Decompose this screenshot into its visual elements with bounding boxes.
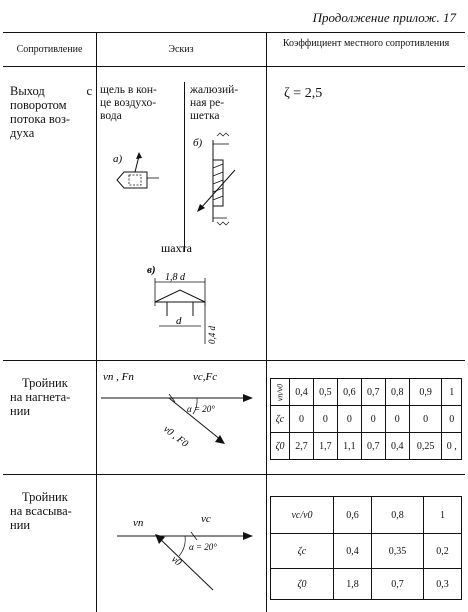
table-top-border [3,32,465,33]
row1-name-line: духа [10,126,35,140]
coef-cell: 0 [336,405,362,433]
coef-cell: 1 [441,378,462,406]
coef-cell: 1,1 [336,432,362,460]
branch-angle-label: α = 20° [187,404,215,414]
shaft-sketch: 1,8 d d 0,4 d [154,272,217,345]
col-divider-1 [96,32,97,612]
col-header-coefficient: Коэффициент местного сопротивления [282,38,450,49]
dim-bottom-label: d [176,315,182,327]
row1-bottom-border [3,360,465,361]
coef-cell: 0 [441,405,462,433]
sketch-separator [184,82,185,252]
coef-cell: 2,7 [289,432,314,460]
col-divider-2 [266,32,267,612]
coef-cell: 0,4 [333,533,372,569]
coef-cell: 0,7 [360,378,386,406]
coef-cell: 0,8 [370,496,425,534]
sketch-b-caption: жалюзий-ная ре-шетка [190,84,239,122]
row3-sketch-drawing: vп vс α = 20° v0 [117,513,253,591]
row2-name-line: на нагнета- [10,390,71,404]
coef-row-label: ζс [270,405,290,433]
coef-cell: 0 [360,405,386,433]
coef-cell: 0,5 [312,378,338,406]
coef-cell: 0,4 [289,378,314,406]
coef-cell: 0,2 [423,533,462,569]
inlet-flow-label: vп [133,517,144,529]
coef-cell: 1,8 [333,568,372,600]
row2-name: Тройник на нагнета- нии [10,376,92,418]
coef-cell: 0,6 [336,378,362,406]
row1-name: Выход с поворотом потока воз- духа [10,84,92,140]
row3-name-line: нии [10,518,31,532]
continuation-note: Продолжение прилож. 17 [312,10,456,25]
coef-cell: 0,7 [370,568,425,600]
row1-name-line: поворотом [10,98,67,112]
row3-name-line: Тройник [22,490,68,504]
coef-cell: 0,4 [384,432,410,460]
col-header-sketch: Эскиз [168,44,194,55]
duct-slot-sketch [116,152,159,189]
coef-cell: 0 , [441,432,462,460]
coef-cell: 0 [289,405,314,433]
row2-sketch-drawing: vп , Fп vс,Fс α = 20° v0 , F0 [101,371,253,450]
row1-zeta: ζ = 2,5 [284,86,323,101]
coef-row-label: ζс [270,533,334,569]
branch-angle-label: α = 20° [189,542,217,552]
row3-coef-table: vс/v0 0,6 0,8 1 ζс 0,4 0,35 0,2 ζ0 1,8 0… [270,496,462,600]
coef-cell: 0,35 [370,533,425,569]
coef-cell: 0,3 [423,568,462,600]
dim-side-label: 0,4 d [207,326,217,345]
sketch-a-caption: щель в кон-це воздухо-вода [100,84,157,122]
row1-name-line: потока воз- [10,112,71,126]
coef-row-label-text: vп/v0 [275,383,285,401]
coef-cell: 0,25 [408,432,443,460]
row2-bottom-border [3,474,465,475]
label-a: а) [113,153,123,165]
main-flow-label: vс,Fс [193,371,217,383]
coef-cell: 0,8 [384,378,410,406]
coef-cell: 0 [408,405,443,433]
coef-cell: 0,6 [333,496,372,534]
coef-row-label: ζ0 [270,568,334,600]
row1-name-line: Выход с [10,84,92,98]
branch-flow-label: v0 [169,554,183,569]
row1-sketch-drawing: а) б) шахта в) 1,8 d d [113,132,236,345]
header-bottom-border [3,66,465,67]
row2-name-line: Тройник [22,376,68,390]
coef-cell: 1 [423,496,462,534]
branch-flow-label: v0 , F0 [161,424,190,450]
coef-cell: 0 [384,405,410,433]
inlet-flow-label: vп , Fп [103,371,134,383]
coef-cell: 0,7 [360,432,386,460]
row3-name: Тройник на всасыва- нии [10,490,92,532]
dim-top-label: 1,8 d [165,272,186,283]
louvre-grille-sketch [197,132,236,226]
coef-cell: 0,9 [408,378,443,406]
coef-row-label: vп/v0 [270,378,290,406]
col-header-resistance: Сопротивление [16,44,83,55]
coef-row-label: ζ0 [270,432,290,460]
coef-row-label: vс/v0 [270,496,334,534]
shaft-label: шахта [161,241,193,255]
label-b: б) [193,137,203,149]
main-flow-label: vс [201,513,211,525]
coef-cell: 1,7 [312,432,338,460]
coef-cell: 0 [312,405,338,433]
row2-coef-table: vп/v0 0,4 0,5 0,6 0,7 0,8 0,9 1 ζс 0 0 0… [270,378,462,460]
row2-name-line: нии [10,404,31,418]
row3-name-line: на всасыва- [10,504,72,518]
label-v: в) [147,264,156,276]
